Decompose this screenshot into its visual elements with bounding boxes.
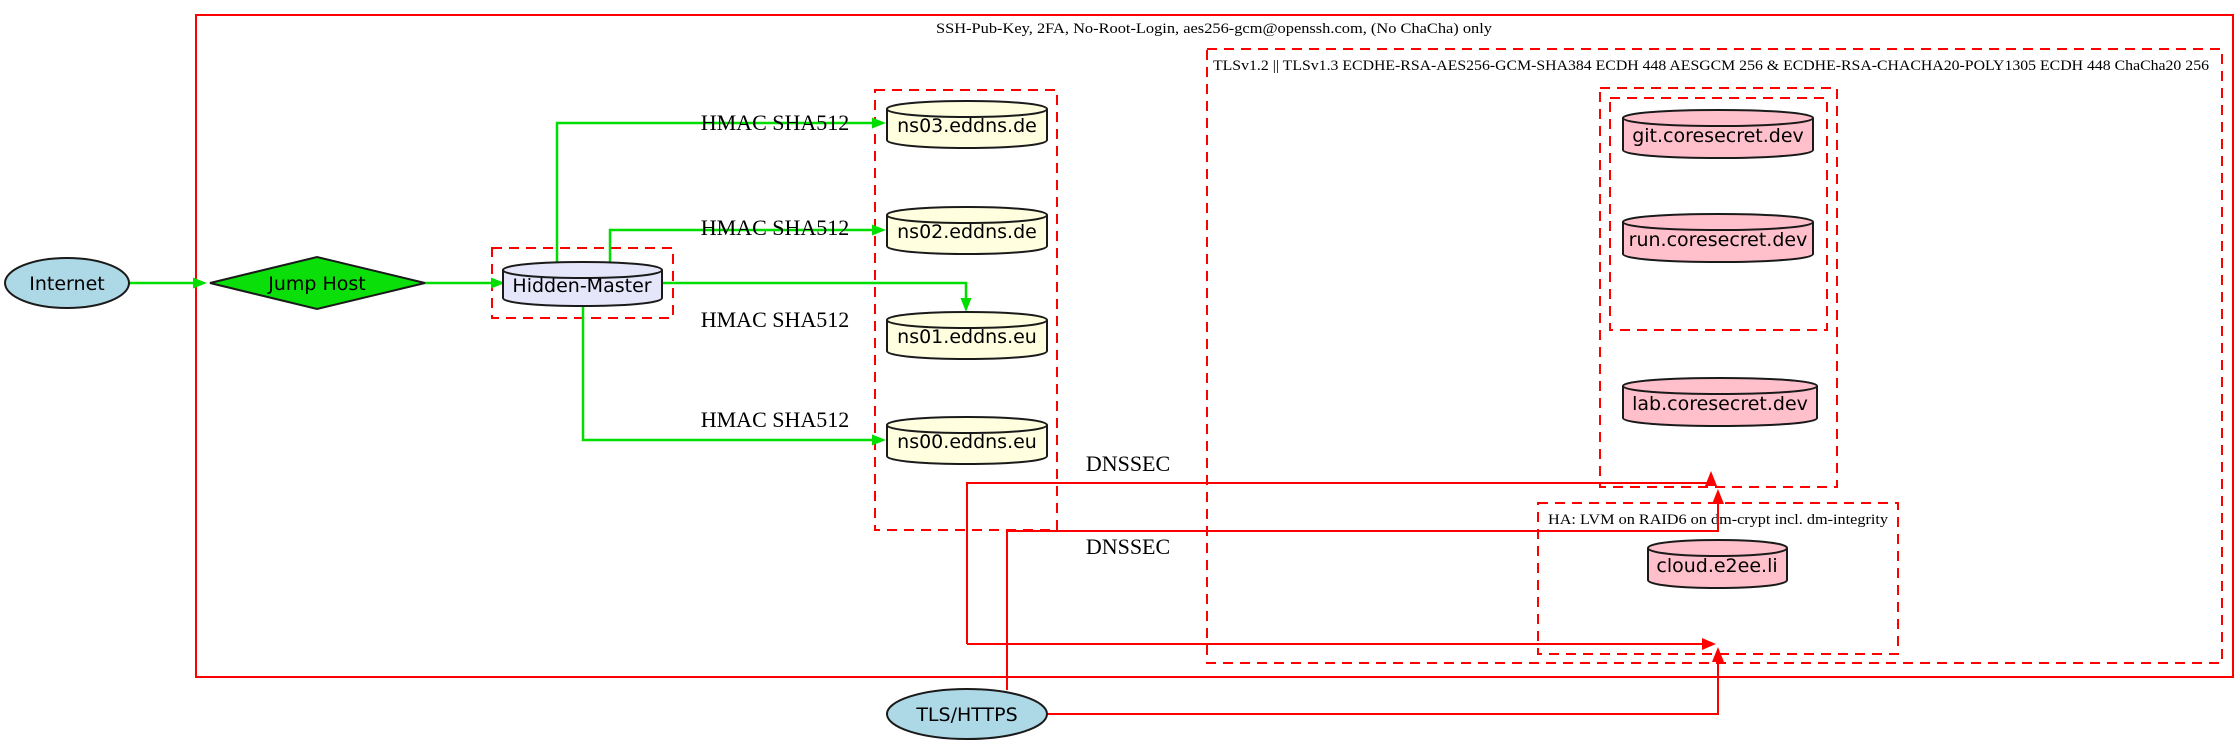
arrowhead-jumphost-hiddenmaster [491,277,505,289]
tls-https-ellipse [886,688,1048,740]
ns01-cylinder [886,310,1048,361]
ns00-cylinder [886,415,1048,466]
edge-label-hmac-ns01: HMAC SHA512 [701,307,850,332]
jump-host-label: Jump Host [267,273,366,295]
node-lab: lab.coresecret.dev [1622,377,1818,427]
hidden-master-label: Hidden-Master [512,275,651,297]
cloud-label: cloud.e2ee.li [1656,555,1777,577]
hidden-master-cylinder [502,260,663,308]
arrowhead-ns03 [872,117,886,129]
ns01-label: ns01.eddns.eu [897,326,1037,348]
node-hidden-master: Hidden-Master [502,260,663,308]
node-ns03: ns03.eddns.de [886,99,1048,150]
ns03-label: ns03.eddns.de [897,115,1037,137]
edge-tls-coresecret [1006,504,1719,690]
edge-dnssec-coresecret [966,482,1711,644]
edge-hiddenmaster-ns02 [608,228,873,262]
arrowhead-tls-coresecret [1712,489,1724,504]
ns00-label: ns00.eddns.eu [897,431,1037,453]
ns02-label: ns02.eddns.de [897,221,1037,243]
secure-edges [128,117,972,446]
hidden-master-cylinder-rim [502,269,663,280]
dns-cluster-box [874,89,1058,531]
node-git: git.coresecret.dev [1622,109,1814,159]
arrowhead-internet-jumphost [193,277,207,289]
git-cylinder-rim [1622,117,1814,127]
run-cylinder [1622,213,1814,263]
node-internet: Internet [4,257,130,309]
alert-edges [966,471,1724,715]
lab-label: lab.coresecret.dev [1632,393,1808,415]
arrowhead-ns02 [872,224,886,236]
arrowhead-ns00 [872,434,886,446]
edge-hiddenmaster-ns01 [662,281,968,300]
git-run-subcluster-box [1609,97,1828,331]
tls-cluster-label: TLSv1.2 || TLSv1.3 ECDHE-RSA-AES256-GCM-… [1213,58,2210,74]
ssh-cluster-label: SSH-Pub-Key, 2FA, No-Root-Login, aes256-… [936,21,1493,37]
ns03-cylinder [886,99,1048,150]
lab-cylinder [1622,377,1818,427]
run-cylinder-rim [1622,221,1814,231]
arrowhead-dnssec-ha [1702,638,1716,650]
ns02-cylinder-rim [886,214,1048,225]
run-label: run.coresecret.dev [1629,229,1808,251]
edge-tls-ha [1047,662,1719,715]
ns03-cylinder-rim [886,108,1048,119]
node-ns00: ns00.eddns.eu [886,415,1048,466]
jump-host-diamond [209,255,426,311]
node-tls-https: TLS/HTTPS [886,688,1048,740]
node-run: run.coresecret.dev [1622,213,1814,263]
arrowhead-tls-ha [1712,647,1724,662]
edge-hiddenmaster-ns03 [555,121,873,262]
ns02-cylinder [886,205,1048,256]
edge-label-hmac-ns02: HMAC SHA512 [701,215,850,240]
git-label: git.coresecret.dev [1632,125,1804,147]
tls-https-label: TLS/HTTPS [915,704,1017,726]
ssh-cluster-box [195,14,2234,678]
edge-label-hmac-ns03: HMAC SHA512 [701,110,850,135]
node-jump-host: Jump Host [209,255,426,311]
internet-label: Internet [29,273,104,295]
tls-cluster-box [1206,48,2223,664]
node-ns02: ns02.eddns.de [886,205,1048,256]
ns00-cylinder-rim [886,424,1048,435]
edge-hiddenmaster-ns00 [581,305,873,442]
lab-cylinder-rim [1622,385,1818,395]
coresecret-cluster-box [1599,87,1838,488]
cloud-cylinder-rim [1647,547,1788,557]
ns01-cylinder-rim [886,319,1048,330]
arrowhead-ns01 [960,298,972,312]
internet-ellipse [4,257,130,309]
node-cloud: cloud.e2ee.li [1647,539,1788,589]
edge-label-dnssec-upper: DNSSEC [1086,451,1170,476]
node-ns01: ns01.eddns.eu [886,310,1048,361]
cloud-cylinder [1647,539,1788,589]
git-cylinder [1622,109,1814,159]
arrowhead-dnssec-coresecret [1705,471,1717,486]
edge-label-dnssec-lower: DNSSEC [1086,534,1170,559]
edge-label-hmac-ns00: HMAC SHA512 [701,407,850,432]
